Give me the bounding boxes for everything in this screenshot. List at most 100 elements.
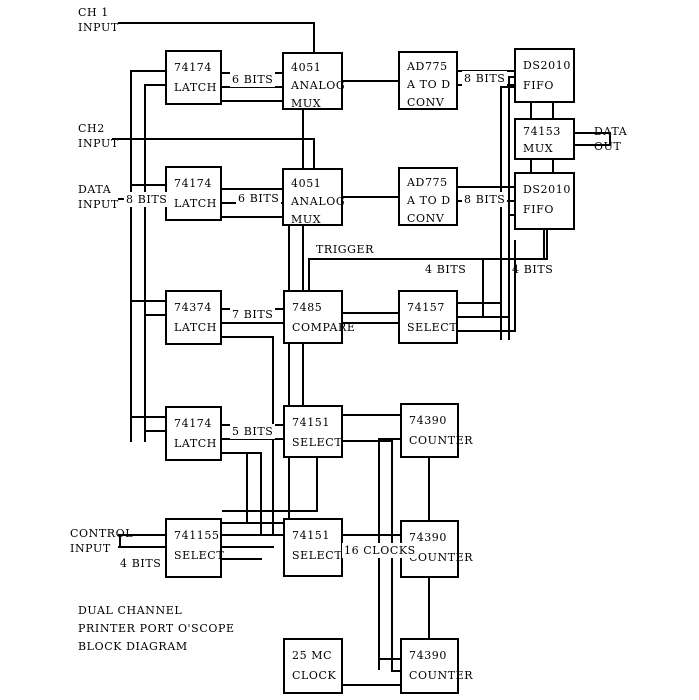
block-part-number: 74151	[292, 529, 330, 542]
block-part-number: 25 MC	[292, 649, 333, 662]
diagram-title-line2: PRINTER PORT O'SCOPE	[78, 622, 235, 635]
block-select-trig[interactable]: 74157 SELECT	[398, 290, 458, 344]
block-part-number: 74390	[409, 414, 447, 427]
wire-select-trig-out-b	[458, 316, 510, 318]
wire-mux-ch1-to-adc	[343, 80, 399, 82]
label-control-input-line1: CONTROL	[70, 527, 134, 540]
block-part-number: 74174	[174, 177, 212, 190]
block-part-number: DS2010	[523, 59, 571, 72]
wire-latch-ch1-ctl-down	[302, 100, 304, 408]
label-data-input-line2: INPUT	[78, 198, 119, 211]
wire-compare-to-select-a	[343, 312, 398, 314]
label-ch1-input-line1: CH 1	[78, 6, 109, 19]
block-function: SELECT	[407, 321, 458, 334]
wire-mux-ch2-to-adc	[343, 196, 399, 198]
block-function: FIFO	[523, 203, 555, 216]
block-clock[interactable]: 25 MC CLOCK	[283, 638, 343, 694]
wire-fifo-ch2-to-mux-b	[552, 160, 554, 172]
label-ch1-input-line2: INPUT	[78, 21, 119, 34]
wire-fifo-ch2-ctl-in-a	[500, 200, 515, 202]
wire-select-ctl-rail-5	[316, 452, 318, 512]
label-ch1-6bits: 6 BITS	[230, 72, 276, 87]
block-fifo-ch2[interactable]: DS2010 FIFO	[514, 172, 575, 230]
block-part-number: AD775	[407, 60, 448, 73]
wire-counter-a-to-counter-b	[428, 458, 430, 520]
block-part-number: 74390	[409, 649, 447, 662]
block-function: ANALOG	[291, 79, 346, 92]
label-control-4bits: 4 BITS	[120, 557, 162, 570]
block-part-number: 74174	[174, 417, 212, 430]
wire-bus-to-latch-ch1-b	[144, 84, 167, 86]
block-part-number: 4051	[291, 177, 322, 190]
block-part-number: 74174	[174, 61, 212, 74]
block-part-number: 74153	[523, 125, 561, 138]
wire-control-input-b	[118, 546, 166, 548]
wire-select-trig-out-c-up	[514, 240, 516, 332]
block-part-number: AD775	[407, 176, 448, 189]
wire-select-b-in-upper	[246, 522, 283, 524]
block-mux-ch1[interactable]: 4051 ANALOG MUX	[282, 52, 346, 110]
wire-adc-ch2-to-fifo-a	[458, 186, 515, 188]
block-select-b[interactable]: 74151 SELECT	[283, 518, 343, 577]
block-function: SELECT	[292, 549, 343, 562]
label-ch2-input-line2: INPUT	[78, 137, 119, 150]
wire-select-b-in-rail	[246, 452, 248, 524]
block-part-number: 74157	[407, 301, 445, 314]
wire-fifo-ch2-ctl-in-b	[508, 214, 515, 216]
block-counter-c[interactable]: 74390 COUNTER	[400, 638, 473, 694]
block-function: LATCH	[174, 321, 217, 334]
block-adc-ch2[interactable]: AD775 A TO D CONV	[398, 167, 458, 226]
wire-control-input-a	[118, 534, 166, 536]
block-function: ANALOG	[291, 195, 346, 208]
wire-data-bus-rail-a	[130, 70, 132, 442]
wire-select-a-out-lower	[343, 440, 393, 442]
wire-mux-out-to-data-out-b	[575, 144, 611, 146]
wire-fifo-ch2-bottom-drop	[543, 230, 545, 260]
wire-select-ctl-out-3	[222, 546, 274, 548]
wire-fifo-ch2-to-mux-a	[530, 160, 532, 172]
label-sel-4bits-left: 4 BITS	[425, 263, 467, 276]
block-compare[interactable]: 7485 COMPARE	[283, 290, 355, 344]
wire-latch-ch1-to-mux-b	[222, 86, 283, 88]
block-mux-out[interactable]: 74153 MUX	[514, 118, 575, 160]
block-function-2: CONV	[407, 212, 445, 225]
block-mux-ch2[interactable]: 4051 ANALOG MUX	[282, 168, 346, 226]
label-trig-7bits: 7 BITS	[230, 307, 276, 322]
block-function: LATCH	[174, 437, 217, 450]
block-latch-ch2[interactable]: 74174 LATCH	[165, 166, 222, 221]
block-select-a[interactable]: 74151 SELECT	[283, 405, 343, 458]
block-function: COUNTER	[409, 669, 474, 682]
wire-fifo-ch1-to-mux-b	[552, 103, 554, 118]
diagram-title-line3: BLOCK DIAGRAM	[78, 640, 188, 653]
block-counter-a[interactable]: 74390 COUNTER	[400, 403, 473, 458]
wire-latch-ch2-ctl-out	[222, 216, 290, 218]
block-part-number: 74390	[409, 531, 447, 544]
wire-latch-ctl-bottom-down	[260, 452, 262, 534]
label-trigger: TRIGGER	[316, 243, 375, 256]
wire-compare-to-select-b	[343, 322, 398, 324]
block-latch-trig[interactable]: 74374 LATCH	[165, 290, 222, 345]
block-function: COMPARE	[292, 321, 356, 334]
label-control-input-line2: INPUT	[70, 542, 111, 555]
wire-latch-ch2-to-mux-a	[222, 188, 283, 190]
wire-counter-b-to-counter-c	[428, 578, 430, 638]
wire-select-ctl-out-4	[222, 558, 262, 560]
wire-fifo-ch1-to-mux-a	[530, 103, 532, 118]
wire-fifo-ch1-ctl-in-b	[508, 76, 515, 78]
block-select-ctl[interactable]: 741155 SELECT	[165, 518, 224, 578]
wire-ch2-input-horizontal	[112, 138, 315, 140]
wire-bus-to-latch-ch2-a	[130, 184, 167, 186]
wire-select-b-to-counter-b-a	[343, 534, 400, 536]
block-adc-ch1[interactable]: AD775 A TO D CONV	[398, 51, 458, 110]
block-latch-ctl[interactable]: 74174 LATCH	[165, 406, 222, 461]
block-fifo-ch1[interactable]: DS2010 FIFO	[514, 48, 575, 103]
label-data-input-line1: DATA	[78, 183, 112, 196]
block-latch-ch1[interactable]: 74174 LATCH	[165, 50, 222, 105]
wire-latch-trig-to-compare-b	[222, 322, 283, 324]
wire-ch1-input-drop	[313, 22, 315, 54]
label-ch2-6bits: 6 BITS	[236, 191, 282, 206]
block-part-number: 74151	[292, 416, 330, 429]
label-data-out-line2: OUT	[594, 140, 622, 153]
label-data-out-line1: DATA	[594, 125, 628, 138]
